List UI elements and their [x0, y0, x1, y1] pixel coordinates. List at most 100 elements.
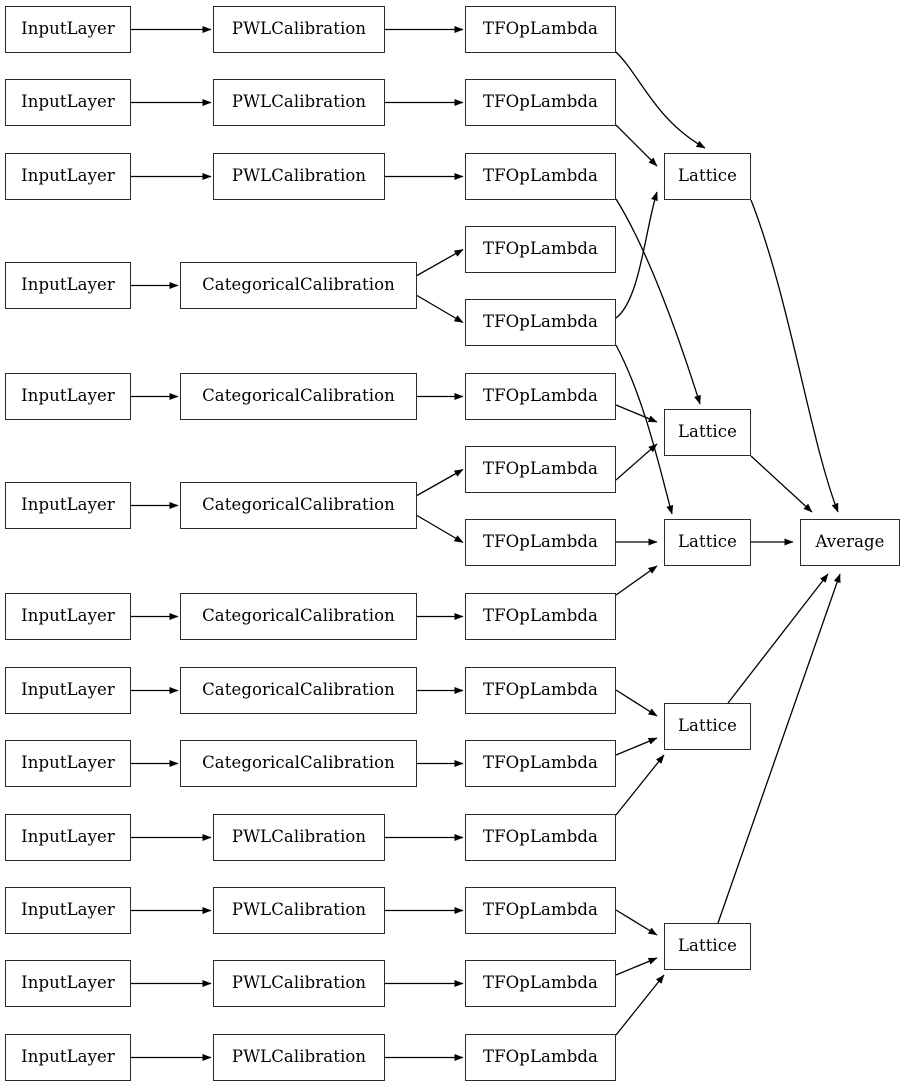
- node-label: InputLayer: [21, 680, 115, 700]
- edge-op14-lattice5: [615, 957, 658, 976]
- node-label: TFOpLambda: [483, 827, 598, 847]
- node-cal10[interactable]: PWLCalibration: [213, 814, 385, 861]
- node-label: TFOpLambda: [483, 900, 598, 920]
- node-in1[interactable]: InputLayer: [5, 6, 131, 53]
- node-label: TFOpLambda: [483, 973, 598, 993]
- node-label: CategoricalCalibration: [202, 680, 395, 700]
- node-in11[interactable]: InputLayer: [5, 887, 131, 934]
- edge-op10-lattice4: [615, 689, 658, 717]
- node-label: CategoricalCalibration: [202, 606, 395, 626]
- node-cal1[interactable]: PWLCalibration: [213, 6, 385, 53]
- node-label: TFOpLambda: [483, 239, 598, 259]
- node-in3[interactable]: InputLayer: [5, 153, 131, 200]
- node-label: InputLayer: [21, 753, 115, 773]
- node-label: PWLCalibration: [231, 19, 367, 39]
- edge-op15-lattice5: [615, 974, 665, 1036]
- node-label: PWLCalibration: [231, 1047, 367, 1067]
- edge-cal6-op7: [416, 468, 464, 497]
- node-label: Lattice: [677, 716, 738, 736]
- node-cal8[interactable]: CategoricalCalibration: [180, 667, 417, 714]
- node-label: InputLayer: [21, 606, 115, 626]
- node-op2[interactable]: TFOpLambda: [465, 79, 616, 126]
- node-op8[interactable]: TFOpLambda: [465, 519, 616, 566]
- node-label: TFOpLambda: [483, 680, 598, 700]
- node-in7[interactable]: InputLayer: [5, 593, 131, 640]
- node-label: CategoricalCalibration: [202, 495, 395, 515]
- node-label: InputLayer: [21, 495, 115, 515]
- node-label: TFOpLambda: [483, 606, 598, 626]
- node-lat5[interactable]: Lattice: [664, 923, 751, 970]
- node-label: InputLayer: [21, 973, 115, 993]
- edge-lattice4-average: [727, 573, 829, 704]
- node-in9[interactable]: InputLayer: [5, 740, 131, 787]
- node-label: TFOpLambda: [483, 166, 598, 186]
- edge-cal4-op4: [416, 248, 464, 277]
- node-in14[interactable]: InputLayer: [5, 1034, 131, 1081]
- node-cal5[interactable]: CategoricalCalibration: [180, 373, 417, 420]
- node-in6[interactable]: InputLayer: [5, 482, 131, 529]
- node-op3[interactable]: TFOpLambda: [465, 153, 616, 200]
- node-in10[interactable]: InputLayer: [5, 814, 131, 861]
- node-label: TFOpLambda: [483, 312, 598, 332]
- node-cal12[interactable]: PWLCalibration: [213, 960, 385, 1007]
- node-cal4[interactable]: CategoricalCalibration: [180, 262, 417, 309]
- node-label: TFOpLambda: [483, 1047, 598, 1067]
- node-in8[interactable]: InputLayer: [5, 667, 131, 714]
- node-label: TFOpLambda: [483, 459, 598, 479]
- node-avg[interactable]: Average: [800, 519, 900, 566]
- node-label: InputLayer: [21, 19, 115, 39]
- node-label: PWLCalibration: [231, 92, 367, 112]
- node-cal7[interactable]: CategoricalCalibration: [180, 593, 417, 640]
- node-label: PWLCalibration: [231, 166, 367, 186]
- node-label: InputLayer: [21, 900, 115, 920]
- node-op7[interactable]: TFOpLambda: [465, 446, 616, 493]
- node-label: TFOpLambda: [483, 753, 598, 773]
- node-lat3[interactable]: Lattice: [664, 519, 751, 566]
- node-op14[interactable]: TFOpLambda: [465, 960, 616, 1007]
- node-op13[interactable]: TFOpLambda: [465, 887, 616, 934]
- node-cal3[interactable]: PWLCalibration: [213, 153, 385, 200]
- node-label: CategoricalCalibration: [202, 753, 395, 773]
- node-cal2[interactable]: PWLCalibration: [213, 79, 385, 126]
- edge-op3-lattice2: [615, 198, 701, 405]
- node-label: Average: [815, 532, 885, 552]
- node-op10[interactable]: TFOpLambda: [465, 667, 616, 714]
- node-cal9[interactable]: CategoricalCalibration: [180, 740, 417, 787]
- node-in4[interactable]: InputLayer: [5, 262, 131, 309]
- node-op9[interactable]: TFOpLambda: [465, 593, 616, 640]
- node-cal13[interactable]: PWLCalibration: [213, 1034, 385, 1081]
- node-in12[interactable]: InputLayer: [5, 960, 131, 1007]
- node-op1[interactable]: TFOpLambda: [465, 6, 616, 53]
- node-cal11[interactable]: PWLCalibration: [213, 887, 385, 934]
- node-label: InputLayer: [21, 827, 115, 847]
- node-lat1[interactable]: Lattice: [664, 153, 751, 200]
- node-op11[interactable]: TFOpLambda: [465, 740, 616, 787]
- node-label: Lattice: [677, 422, 738, 442]
- edge-op2-lattice1: [615, 124, 658, 167]
- node-label: InputLayer: [21, 386, 115, 406]
- node-label: TFOpLambda: [483, 92, 598, 112]
- node-label: InputLayer: [21, 92, 115, 112]
- edge-cal4-op5: [416, 294, 464, 324]
- node-label: InputLayer: [21, 275, 115, 295]
- edge-cal6-op8: [416, 514, 464, 544]
- node-label: TFOpLambda: [483, 386, 598, 406]
- node-lat4[interactable]: Lattice: [664, 703, 751, 750]
- node-op6[interactable]: TFOpLambda: [465, 373, 616, 420]
- node-label: PWLCalibration: [231, 973, 367, 993]
- node-op5[interactable]: TFOpLambda: [465, 299, 616, 346]
- edge-lattice1-average: [750, 199, 839, 513]
- edge-op6-lattice2: [615, 404, 658, 423]
- node-op12[interactable]: TFOpLambda: [465, 814, 616, 861]
- edge-lattice2-average: [750, 455, 813, 513]
- edge-op5-lattice1: [615, 191, 658, 319]
- node-op4[interactable]: TFOpLambda: [465, 226, 616, 273]
- node-lat2[interactable]: Lattice: [664, 409, 751, 456]
- node-in5[interactable]: InputLayer: [5, 373, 131, 420]
- node-cal6[interactable]: CategoricalCalibration: [180, 482, 417, 529]
- node-op16[interactable]: TFOpLambda: [465, 1034, 616, 1081]
- node-in2[interactable]: InputLayer: [5, 79, 131, 126]
- node-label: TFOpLambda: [483, 532, 598, 552]
